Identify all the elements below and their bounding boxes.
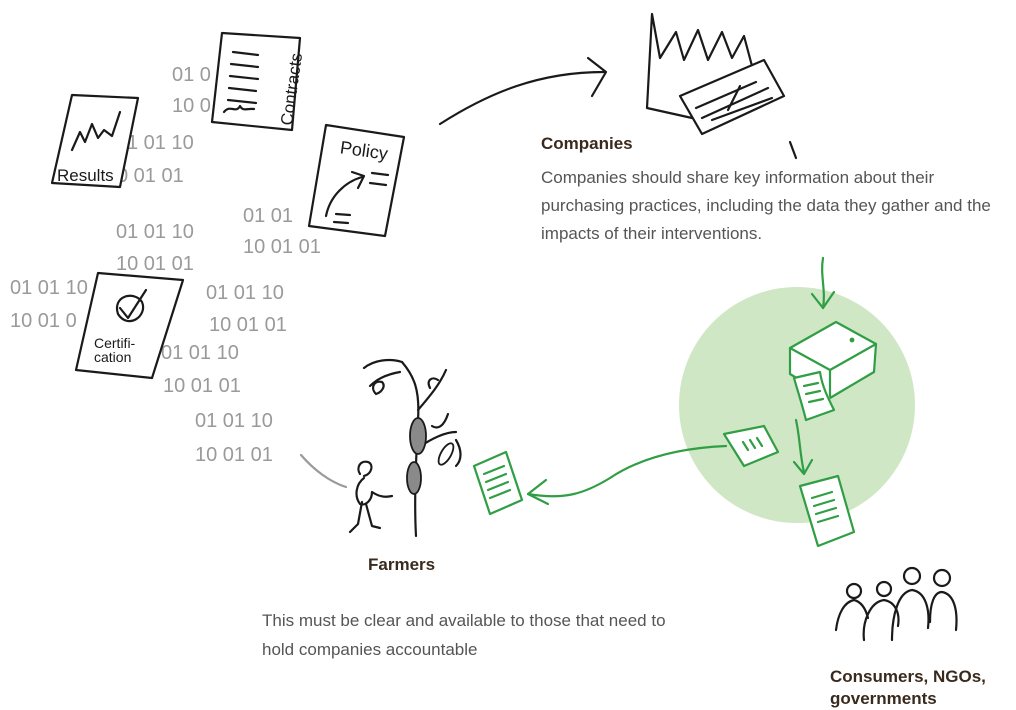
connector-line — [299, 453, 348, 489]
binary-text: 01 01 10 — [195, 410, 273, 432]
farmers-heading: Farmers — [368, 555, 436, 574]
binary-text: 01 01 10 — [10, 277, 88, 299]
arrow-to-printer — [810, 256, 836, 310]
sheet-icon-farmers — [472, 450, 524, 516]
arrow-to-companies — [438, 56, 608, 126]
binary-text: 01 01 10 — [116, 221, 194, 243]
consumers-group-icon — [834, 566, 958, 642]
binary-text: 0 01 01 — [117, 165, 184, 187]
binary-text: 01 0 — [172, 64, 211, 86]
binary-text: 01 01 10 — [206, 282, 284, 304]
binary-text: 10 0 — [172, 95, 211, 117]
factory-icon — [645, 12, 798, 160]
binary-text: 10 01 0 — [10, 310, 77, 332]
certification-label-line2: cation — [94, 349, 131, 365]
consumers-heading: Consumers, NGOs, governments — [830, 667, 986, 708]
results-label: Results — [57, 166, 114, 185]
binary-text: 10 01 01 — [163, 375, 241, 397]
binary-text: 10 01 01 — [243, 236, 321, 258]
results-document-icon: Results — [50, 93, 140, 189]
companies-heading: Companies — [541, 134, 633, 153]
companies-description: Companies should share key information a… — [541, 168, 991, 243]
binary-text: 10 01 01 — [209, 314, 287, 336]
binary-text: 10 01 01 — [195, 444, 273, 466]
binary-text: 1 01 10 — [127, 132, 194, 154]
sheet-icon-bottom — [798, 474, 856, 548]
binary-text: 10 01 01 — [116, 253, 194, 275]
binary-text: 01 01 — [243, 205, 293, 227]
printer-icon — [788, 320, 878, 422]
contracts-document-icon: Contracts — [210, 31, 306, 132]
printer-circle — [679, 287, 915, 523]
farmer-icon — [348, 358, 462, 538]
binary-text: 01 01 10 — [161, 342, 239, 364]
arrow-to-farmers — [526, 444, 728, 506]
certification-label-line1: Certifi- — [94, 335, 136, 351]
certification-document-icon: Certifi- cation — [74, 271, 185, 380]
arrow-down-to-consumers — [792, 418, 814, 476]
sheet-icon-left — [722, 424, 780, 468]
binary-data: 01 0 10 0 1 01 10 0 01 01 01 01 10 01 01… — [10, 64, 321, 466]
farmers-description: This must be clear and available to thos… — [262, 611, 666, 659]
policy-document-icon: Policy — [307, 123, 406, 238]
